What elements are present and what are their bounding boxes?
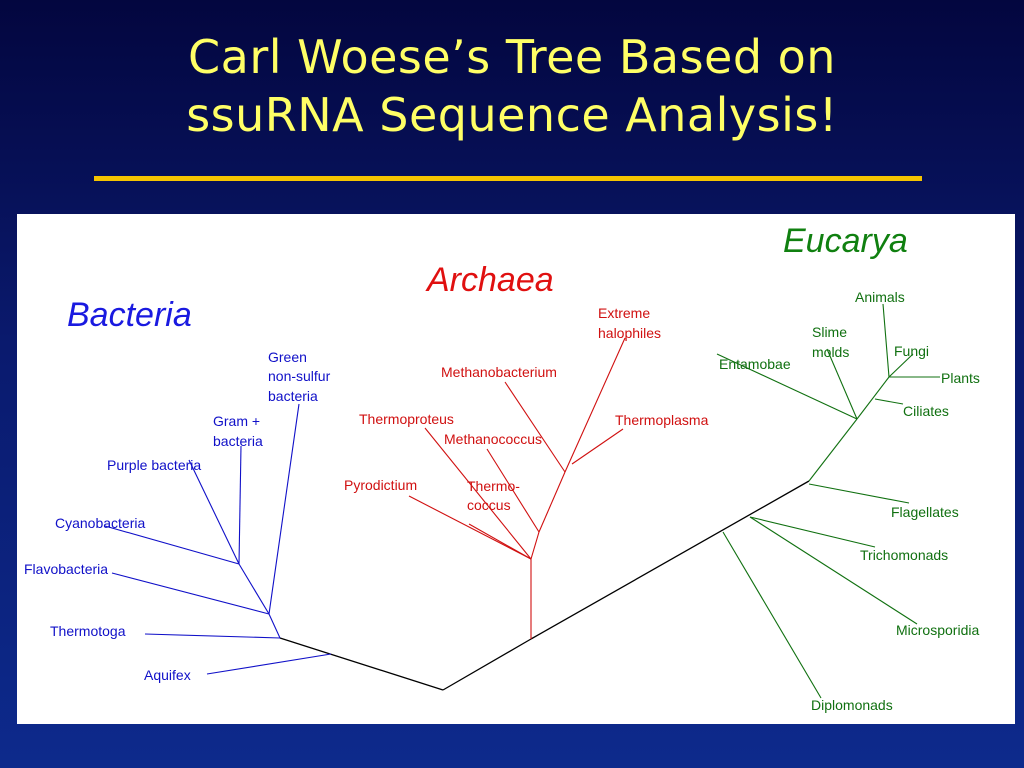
label-thermoplasma: Thermoplasma: [615, 412, 709, 428]
label-extreme-halophiles-line1: Extreme: [598, 305, 650, 321]
archaea-branches: [408, 337, 626, 639]
slide-title-line-2: ssuRNA Sequence Analysis!: [186, 88, 838, 142]
title-underline-rule: [94, 176, 922, 181]
bacteria-labels: Green non-sulfur bacteria Gram + bacteri…: [24, 349, 331, 683]
label-thermotoga: Thermotoga: [50, 623, 126, 639]
bacteria-branch-purple: [188, 459, 240, 565]
domain-label-archaea: Archaea: [425, 261, 554, 299]
label-extreme-halophiles-line2: halophiles: [598, 325, 661, 341]
slide-title-line-1: Carl Woese’s Tree Based on: [188, 30, 836, 84]
bacteria-branches: [104, 403, 332, 675]
label-thermoproteus: Thermoproteus: [359, 411, 454, 427]
bacteria-branch-thermotoga: [144, 633, 281, 639]
label-methanococcus: Methanococcus: [444, 431, 542, 447]
root-branch-bacteria: [279, 637, 444, 691]
label-gram-plus-line1: Gram +: [213, 413, 260, 429]
eucarya-branch-diplomonads: [722, 531, 822, 699]
archaea-branch-methanococcus: [486, 448, 540, 533]
label-diplomonads: Diplomonads: [811, 697, 893, 713]
eucarya-branch-animals: [882, 303, 890, 378]
label-fungi: Fungi: [894, 343, 929, 359]
bacteria-branch-trunk: [268, 613, 281, 639]
eucarya-branch-trunk: [808, 418, 858, 482]
label-microsporidia: Microsporidia: [896, 622, 979, 638]
label-purple-bacteria: Purple bacteria: [107, 457, 201, 473]
archaea-branch-thermococcus: [468, 523, 532, 560]
domain-label-eucarya: Eucarya: [783, 222, 908, 260]
archaea-branch-halophiles: [564, 337, 626, 473]
bacteria-branch-cyano: [104, 525, 240, 565]
eucarya-branch-fungi: [888, 353, 914, 378]
root-branches: [279, 480, 810, 691]
label-entamoebae: Entamobae: [719, 356, 791, 372]
eucarya-branch-entamoebae: [716, 353, 858, 420]
label-cyanobacteria: Cyanobacteria: [55, 515, 145, 531]
label-aquifex: Aquifex: [144, 667, 191, 683]
archaea-branch-thermoproteus: [424, 427, 532, 560]
domain-label-bacteria: Bacteria: [67, 296, 192, 334]
label-green-nonsulfur-line2: non-sulfur: [268, 368, 331, 384]
bacteria-branch-flavo: [111, 572, 270, 615]
label-animals: Animals: [855, 289, 905, 305]
label-methanobacterium: Methanobacterium: [441, 364, 557, 380]
eucarya-branches: [716, 303, 940, 699]
label-gram-plus-line2: bacteria: [213, 433, 263, 449]
eucarya-branch-flagellates: [808, 483, 910, 504]
root-branch-eucarya: [530, 480, 810, 640]
bacteria-branch-inner: [238, 563, 270, 615]
root-branch-archaea: [442, 638, 532, 691]
label-thermococcus-line1: Thermo-: [467, 478, 520, 494]
archaea-branch-upper: [530, 531, 540, 560]
eucarya-branch-ciliates: [874, 398, 904, 405]
eucarya-branch-crown: [856, 376, 890, 420]
label-trichomonads: Trichomonads: [860, 547, 948, 563]
label-pyrodictium: Pyrodictium: [344, 477, 417, 493]
bacteria-branch-green-nonsulfur: [268, 403, 300, 615]
label-ciliates: Ciliates: [903, 403, 949, 419]
phylogenetic-tree-figure: Bacteria Archaea Eucarya Green non-sulfu…: [17, 214, 1015, 724]
label-plants: Plants: [941, 370, 980, 386]
label-green-nonsulfur-line3: bacteria: [268, 388, 318, 404]
label-flagellates: Flagellates: [891, 504, 959, 520]
eucarya-labels: Animals Slime molds Fungi Entamobae Plan…: [719, 289, 980, 713]
archaea-branch-pyrodictium: [408, 495, 532, 560]
bacteria-branch-gram-plus: [238, 445, 242, 565]
label-slime-molds-line1: Slime: [812, 324, 847, 340]
phylogenetic-tree-svg: Bacteria Archaea Eucarya Green non-sulfu…: [24, 222, 980, 713]
archaea-branch-mid: [538, 471, 566, 533]
label-green-nonsulfur-line1: Green: [268, 349, 307, 365]
archaea-branch-methanobacterium: [504, 381, 566, 473]
bacteria-branch-aquifex: [206, 653, 332, 675]
archaea-branch-thermoplasma: [571, 428, 624, 465]
label-flavobacteria: Flavobacteria: [24, 561, 108, 577]
eucarya-branch-microsporidia: [749, 516, 918, 625]
label-slime-molds-line2: molds: [812, 344, 849, 360]
eucarya-branch-slime-molds: [826, 348, 858, 420]
archaea-labels: Extreme halophiles Methanobacterium Ther…: [344, 305, 709, 513]
slide-title: Carl Woese’s Tree Based on ssuRNA Sequen…: [0, 28, 1024, 144]
label-thermococcus-line2: coccus: [467, 497, 511, 513]
eucarya-branch-trichomonads: [749, 516, 876, 548]
